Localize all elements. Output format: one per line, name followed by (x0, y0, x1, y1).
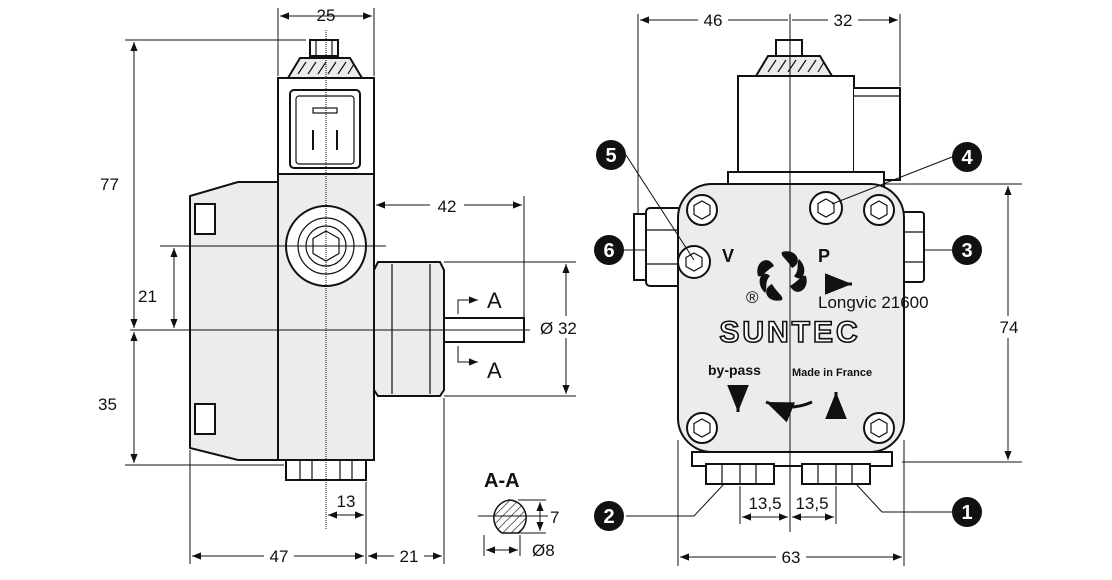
front-bolts (677, 191, 895, 444)
callout-4: 4 (952, 142, 982, 172)
dim-front-port-spacing-right: 13,5 (795, 494, 828, 513)
dim-side-height-total: 77 (100, 175, 119, 194)
dim-front-total-width: 63 (782, 548, 801, 567)
side-view: 25 77 21 35 42 Ø 32 A A 13 (98, 6, 594, 567)
side-top-nut (309, 39, 339, 57)
bypass-label: by-pass (708, 362, 761, 378)
front-view: ® V P Longvic 21600 SUNTEC by-pass Made … (594, 10, 1024, 568)
dim-side-base-width: 47 (270, 547, 289, 566)
port-p-label: P (818, 246, 830, 266)
dim-side-shaft-offset: 42 (438, 197, 457, 216)
dim-front-right-width: 32 (834, 11, 853, 30)
section-aa: A-A 7 Ø8 (478, 470, 559, 560)
side-coil-cap (286, 57, 364, 79)
registered-mark: ® (746, 288, 759, 307)
brand-name: SUNTEC (719, 316, 860, 349)
front-top-nut (775, 39, 803, 57)
svg-text:3: 3 (961, 240, 972, 262)
dim-side-shaft-length: 21 (400, 547, 419, 566)
section-label-bottom: A (487, 358, 502, 383)
side-flange (189, 181, 279, 461)
front-coil-cap (754, 55, 834, 77)
svg-text:1: 1 (961, 502, 972, 524)
location-text: Longvic 21600 (818, 293, 929, 312)
dim-front-port-spacing-left: 13,5 (748, 494, 781, 513)
section-flat-dim: 7 (550, 508, 559, 527)
dim-side-height-lower: 35 (98, 395, 117, 414)
made-in-label: Made in France (792, 367, 872, 379)
callout-2: 2 (594, 501, 624, 531)
dim-side-top-width: 25 (317, 6, 336, 25)
front-port-3-fitting (901, 211, 925, 283)
dim-side-port-width: 13 (337, 492, 356, 511)
callout-1: 1 (952, 497, 982, 527)
front-port-4 (809, 191, 843, 225)
section-label-top: A (487, 288, 502, 313)
svg-text:4: 4 (961, 147, 973, 169)
side-shaft-coupling (373, 261, 445, 397)
svg-text:2: 2 (603, 506, 614, 528)
front-port-5 (677, 245, 711, 279)
dim-side-height-upper: 21 (138, 287, 157, 306)
callout-5: 5 (596, 140, 626, 170)
dim-front-left-width: 46 (704, 11, 723, 30)
section-title: A-A (484, 470, 520, 492)
callout-6: 6 (594, 235, 624, 265)
dim-front-height: 74 (1000, 318, 1019, 337)
svg-text:6: 6 (603, 240, 614, 262)
svg-text:5: 5 (605, 145, 616, 167)
port-v-label: V (722, 246, 734, 266)
callout-3: 3 (952, 235, 982, 265)
dim-side-shaft-dia: Ø 32 (540, 319, 577, 338)
front-coil (737, 75, 855, 189)
section-diameter-dim: Ø8 (532, 541, 555, 560)
